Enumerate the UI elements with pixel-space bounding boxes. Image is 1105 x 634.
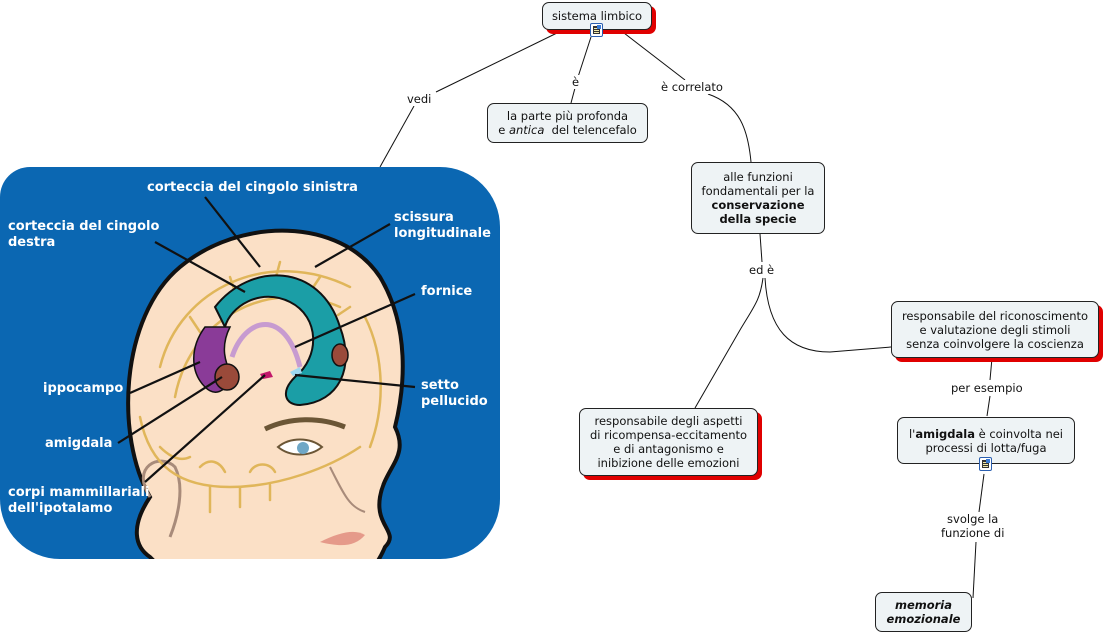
lips: [320, 531, 365, 546]
text-pre: l': [908, 426, 916, 441]
ear: [141, 459, 182, 538]
node-amigdala-line2: processi di lotta/fuga: [925, 440, 1047, 455]
node-ricompensa[interactable]: responsabile degli aspetti di ricompensa…: [579, 408, 758, 476]
text-bold: amigdala: [915, 426, 975, 441]
pointer-ippocampo: [129, 360, 201, 395]
node-funzioni-fondamentali[interactable]: alle funzioni fondamentali per la conser…: [691, 162, 825, 234]
pointer-corpi: [144, 374, 266, 483]
pointer-cingolo-destra: [154, 241, 246, 293]
pointer-scissura: [314, 223, 391, 268]
cingulate-cortex: [213, 274, 347, 407]
node-riconoscimento-line1: responsabile del riconoscimento: [901, 308, 1089, 323]
resource-document-icon[interactable]: [590, 23, 603, 37]
node-parte-profonda-line1: la parte più profonda: [506, 109, 629, 123]
link-label-svolge-line2: funzione di: [941, 526, 1005, 540]
link-label-e-correlato: è correlato: [660, 80, 724, 94]
node-funzioni-line1: alle funzioni: [723, 170, 793, 184]
label-setto: setto pellucido: [421, 378, 488, 410]
link-label-per-esempio: per esempio: [950, 381, 1024, 395]
label-scissura-line2: longitudinale: [394, 226, 491, 241]
resource-document-icon[interactable]: [979, 457, 992, 471]
link-funzioni-ede: [759, 233, 763, 263]
label-scissura-line1: scissura: [394, 210, 454, 225]
link-svolge-memoria: [972, 541, 977, 599]
pointer-fornice: [294, 292, 416, 349]
label-ippocampo: ippocampo: [43, 381, 124, 396]
label-cingolo-sinistra: corteccia del cingolo sinistra: [147, 180, 358, 195]
node-memoria-line2: emozionale: [886, 612, 961, 626]
node-riconoscimento[interactable]: responsabile del riconoscimento e valuta…: [891, 301, 1099, 358]
node-memoria-line1: memoria: [894, 598, 953, 612]
pointer-cingolo-sinistra: [204, 196, 261, 268]
label-cingolo-destra: corteccia del cingolo destra: [8, 219, 159, 251]
link-amigdala-svolge: [978, 473, 985, 513]
link-label-svolge: svolge la funzione di: [940, 512, 1006, 540]
link-label-ed-e: ed è: [748, 263, 776, 277]
label-cingolo-destra-line2: destra: [8, 235, 56, 250]
fornix: [229, 322, 303, 368]
link-e-parte: [570, 87, 576, 104]
node-ricompensa-line4: inibizione delle emozioni: [597, 456, 740, 470]
node-parte-profonda[interactable]: la parte più profonda e antica del telen…: [487, 103, 648, 143]
link-label-vedi: vedi: [406, 92, 433, 106]
text-post: è coinvolta nei: [974, 426, 1064, 441]
label-corpi-line2: dell'ipotalamo: [8, 501, 113, 516]
label-setto-line1: setto: [421, 378, 459, 393]
brain-illustration[interactable]: corteccia del cingolo sinistra corteccia…: [0, 167, 500, 559]
link-correlato-funzioni: [707, 93, 752, 163]
link-label-e: è: [571, 75, 581, 89]
node-ricompensa-line3: e di antagonismo e: [613, 442, 724, 456]
link-root-vedi: [435, 32, 558, 93]
label-setto-line2: pellucido: [421, 394, 488, 409]
pointer-setto: [294, 373, 416, 389]
link-root-correlato: [623, 32, 686, 81]
node-ricompensa-line1: responsabile degli aspetti: [594, 414, 743, 428]
eyebrow: [263, 417, 346, 432]
label-corpi-line1: corpi mammillariali: [8, 485, 150, 500]
label-amigdala: amigdala: [45, 436, 113, 451]
node-ricompensa-line2: di ricompensa-eccitamento: [589, 428, 748, 442]
node-amigdala-line1: l'amigdala è coinvolta nei: [909, 427, 1063, 441]
label-cingolo-destra-line1: corteccia del cingolo: [8, 219, 160, 234]
brain-gyri: [138, 260, 382, 514]
text-pre: e: [498, 123, 509, 137]
nose: [329, 466, 366, 513]
label-fornice: fornice: [421, 284, 473, 299]
septum-pellucidum: [290, 367, 302, 376]
node-funzioni-bold1: conservazione: [711, 198, 805, 212]
node-sistema-limbico-text: sistema limbico: [551, 9, 643, 23]
link-ede-riconoscimento: [764, 277, 892, 353]
label-scissura: scissura longitudinale: [394, 210, 491, 242]
iris: [297, 442, 309, 454]
head-drawing: [126, 228, 405, 559]
label-pointers: [117, 196, 416, 483]
link-label-svolge-line1: svolge la: [947, 512, 999, 526]
link-peresempio-amigdala: [986, 395, 991, 417]
amygdala-right: [331, 343, 349, 367]
pointer-amigdala: [117, 376, 223, 444]
text-post: del telencefalo: [544, 123, 637, 137]
node-riconoscimento-line3: senza coinvolgere la coscienza: [906, 336, 1084, 351]
link-root-e: [577, 36, 592, 78]
link-vedi-image: [379, 105, 415, 168]
label-corpi-mammillari: corpi mammillariali dell'ipotalamo: [8, 485, 149, 517]
amygdala: [214, 363, 240, 391]
node-parte-profonda-line2: e antica del telencefalo: [498, 123, 637, 137]
link-riconoscimento-peresempio: [989, 357, 993, 381]
text-emphasis: antica: [508, 123, 545, 137]
link-ede-ricompensa: [694, 277, 764, 409]
node-memoria-emozionale[interactable]: memoria emozionale: [875, 592, 972, 632]
node-riconoscimento-line2: e valutazione degli stimoli: [919, 322, 1071, 337]
node-funzioni-bold2: della specie: [719, 212, 797, 226]
node-funzioni-line2: fondamentali per la: [701, 184, 815, 198]
